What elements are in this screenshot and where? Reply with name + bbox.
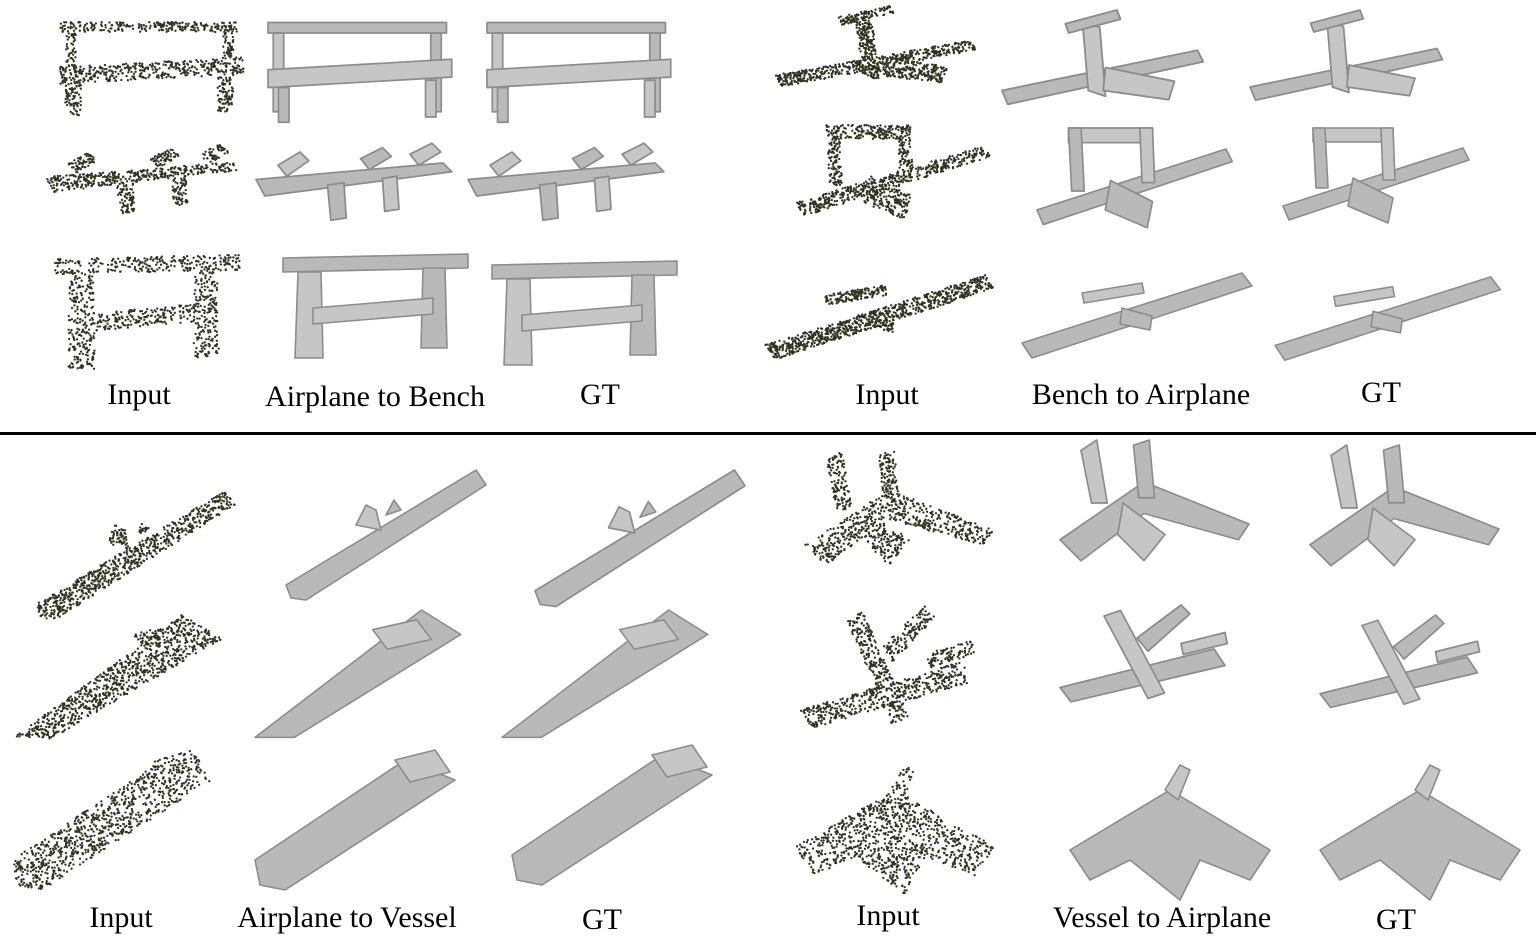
mesh-airplane-transfer-3 bbox=[1021, 272, 1253, 359]
caption-gt-top-left: GT bbox=[580, 378, 620, 411]
mesh-bench-transfer-2 bbox=[255, 142, 453, 222]
caption-input-bottom-left: Input bbox=[89, 901, 153, 934]
point-cloud-bottom-right-2 bbox=[799, 605, 975, 728]
mesh-vessel-transfer-2 bbox=[254, 609, 462, 739]
mesh-vessel-gt-1 bbox=[534, 469, 746, 608]
mesh-airplane-vessel-transfer-1 bbox=[1059, 439, 1250, 562]
mesh-airplane-transfer-1 bbox=[1001, 9, 1205, 106]
caption-gt-bottom-left: GT bbox=[582, 903, 622, 936]
point-cloud-top-right-2 bbox=[796, 123, 991, 219]
point-cloud-bottom-left-1 bbox=[36, 491, 236, 620]
caption-transfer-top-left: Airplane to Bench bbox=[265, 380, 485, 413]
mesh-vessel-gt-2 bbox=[501, 609, 709, 739]
mesh-bench-gt-2 bbox=[467, 142, 665, 222]
caption-gt-bottom-right: GT bbox=[1376, 903, 1416, 936]
mesh-airplane-transfer-2 bbox=[1036, 127, 1234, 229]
caption-input-top-right: Input bbox=[855, 378, 919, 411]
caption-gt-top-right: GT bbox=[1361, 376, 1401, 409]
point-cloud-top-right-3 bbox=[764, 274, 994, 359]
caption-transfer-top-right: Bench to Airplane bbox=[1031, 378, 1251, 411]
mesh-airplane-vessel-gt-3 bbox=[1319, 764, 1521, 901]
mesh-airplane-gt-1 bbox=[1249, 9, 1444, 102]
section-divider bbox=[0, 432, 1536, 435]
mesh-airplane-vessel-gt-2 bbox=[1319, 614, 1481, 709]
mesh-bench-transfer-3 bbox=[282, 253, 469, 359]
point-cloud-bottom-left-2 bbox=[15, 614, 222, 740]
caption-transfer-bottom-right: Vessel to Airplane bbox=[1052, 901, 1272, 934]
mesh-vessel-transfer-3 bbox=[254, 749, 456, 891]
point-cloud-bottom-right-1 bbox=[804, 450, 993, 565]
mesh-vessel-gt-3 bbox=[511, 744, 713, 886]
point-cloud-top-right-1 bbox=[774, 4, 977, 87]
point-cloud-top-left-3 bbox=[54, 253, 241, 370]
mesh-bench-gt-1 bbox=[486, 21, 672, 124]
mesh-airplane-vessel-gt-1 bbox=[1309, 444, 1500, 567]
caption-input-bottom-right: Input bbox=[856, 899, 920, 932]
mesh-airplane-gt-3 bbox=[1274, 276, 1502, 361]
mesh-bench-transfer-1 bbox=[267, 21, 453, 124]
mesh-airplane-gt-2 bbox=[1282, 127, 1470, 224]
point-cloud-bottom-left-3 bbox=[13, 750, 211, 890]
point-cloud-top-left-2 bbox=[46, 144, 238, 215]
mesh-vessel-transfer-1 bbox=[285, 469, 487, 601]
point-cloud-top-left-1 bbox=[59, 20, 245, 117]
caption-transfer-bottom-left: Airplane to Vessel bbox=[237, 901, 457, 934]
point-cloud-bottom-right-3 bbox=[795, 766, 994, 895]
mesh-airplane-vessel-transfer-2 bbox=[1059, 604, 1229, 703]
caption-input-top-left: Input bbox=[107, 378, 171, 411]
mesh-bench-gt-3 bbox=[491, 260, 678, 366]
mesh-airplane-vessel-transfer-3 bbox=[1069, 764, 1271, 901]
